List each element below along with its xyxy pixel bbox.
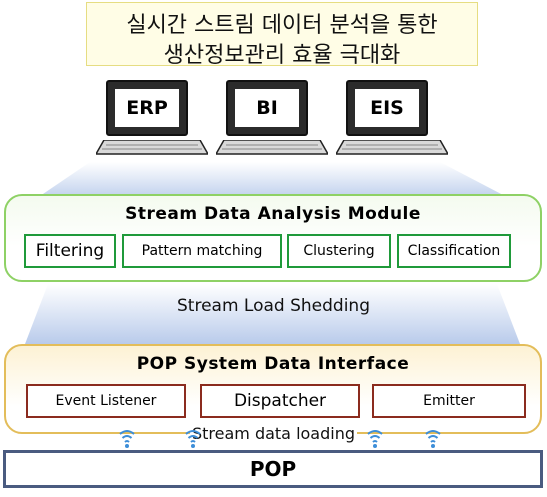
bi-computer: BI [216,80,328,162]
dispatcher-box: Dispatcher [200,384,360,418]
keyboard-icon [216,140,328,155]
signal-icon [119,430,135,448]
data-loading-label: Stream data loading [189,424,358,443]
bi-label: BI [235,89,299,127]
computer-icon: ERP [106,80,188,136]
keyboard-icon [96,140,208,155]
signal-icon [425,430,441,448]
classification-box: Classification [397,234,511,268]
pop-layer: POP [3,450,543,488]
pop-system-data-interface: POP System Data Interface Event Listener… [4,344,542,434]
upper-flow-fan [40,162,505,196]
load-shedding-label: Stream Load Shedding [177,296,370,316]
event-listener-box: Event Listener [26,384,186,418]
computer-icon: EIS [346,80,428,136]
module-title: Stream Data Analysis Module [125,204,421,224]
interface-title: POP System Data Interface [136,354,410,374]
filtering-box: Filtering [24,234,116,268]
signal-icon [367,430,383,448]
goal-banner-line1: 실시간 스트림 데이터 분석을 통한 [126,13,438,38]
eis-computer: EIS [336,80,448,162]
eis-label: EIS [355,89,419,127]
computer-icon: BI [226,80,308,136]
emitter-box: Emitter [372,384,526,418]
lower-flow-fan [25,284,520,344]
keyboard-icon [336,140,448,155]
data-loading-label-row: Stream data loading [0,424,547,443]
goal-banner-line2: 생산정보관리 효율 극대화 [163,43,401,68]
erp-computer: ERP [96,80,208,162]
signal-icon [185,430,201,448]
stream-data-analysis-module: Stream Data Analysis Module Filtering Pa… [4,194,542,282]
clustering-box: Clustering [287,234,391,268]
erp-label: ERP [115,89,179,127]
goal-banner: 실시간 스트림 데이터 분석을 통한 생산정보관리 효율 극대화 [86,2,478,68]
pattern-matching-box: Pattern matching [122,234,282,268]
